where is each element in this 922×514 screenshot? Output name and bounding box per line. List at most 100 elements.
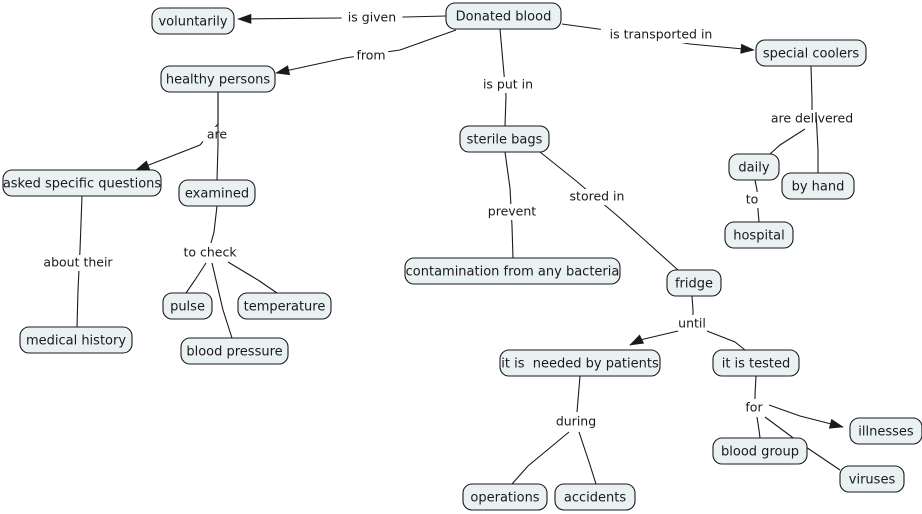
link-label-backdrop — [671, 316, 713, 332]
node-label: blood group — [721, 445, 799, 460]
node-box[interactable] — [404, 257, 621, 285]
node-fridge[interactable]: fridge — [666, 269, 722, 297]
link-label: for — [745, 400, 763, 415]
node-box[interactable] — [178, 179, 256, 207]
node-box[interactable] — [724, 221, 794, 249]
node-box[interactable] — [839, 465, 905, 493]
node-label: illnesses — [858, 425, 914, 440]
arrow-head-icon — [135, 160, 151, 171]
link-l-until-needed — [629, 330, 679, 346]
link-l-to-check: to check — [179, 205, 241, 261]
node-asked-questions[interactable]: asked specific questions — [2, 169, 162, 197]
node-label: blood pressure — [186, 345, 282, 360]
node-daily[interactable]: daily — [728, 153, 780, 181]
node-contamination[interactable]: contamination from any bacteria — [404, 257, 621, 285]
link-line — [578, 431, 597, 485]
link-l-to-hospital: to — [741, 179, 763, 223]
node-box[interactable] — [445, 2, 562, 30]
link-line — [210, 205, 218, 244]
link-line — [754, 375, 757, 399]
node-viruses[interactable]: viruses — [839, 465, 905, 493]
node-blood-pressure[interactable]: blood pressure — [180, 337, 289, 365]
node-box[interactable] — [459, 125, 550, 153]
node-box[interactable] — [781, 172, 855, 200]
link-label-backdrop — [341, 10, 403, 26]
link-label-backdrop — [474, 77, 542, 93]
node-box[interactable] — [728, 153, 780, 181]
node-box[interactable] — [19, 326, 133, 354]
node-box[interactable] — [462, 483, 548, 511]
node-accidents[interactable]: accidents — [554, 483, 636, 511]
node-box[interactable] — [151, 7, 235, 35]
link-line — [769, 128, 806, 155]
node-voluntarily[interactable]: voluntarily — [151, 7, 235, 35]
node-label: viruses — [849, 473, 896, 488]
link-l-check-bp — [211, 262, 233, 339]
link-label: is given — [348, 10, 396, 25]
node-donated-blood[interactable]: Donated blood — [445, 2, 562, 30]
link-l-transported-in: is transported in — [561, 23, 755, 54]
node-hospital[interactable]: hospital — [724, 221, 794, 249]
link-label-backdrop — [353, 48, 389, 64]
node-box[interactable] — [849, 417, 922, 445]
node-temperature[interactable]: temperature — [237, 292, 332, 320]
arrow-head-icon — [740, 43, 755, 54]
node-illnesses[interactable]: illnesses — [849, 417, 922, 445]
node-label: it is needed by patients — [501, 357, 659, 372]
node-medical-history[interactable]: medical history — [19, 326, 133, 354]
link-line — [756, 416, 761, 439]
node-label: sterile bags — [467, 133, 543, 148]
link-label-backdrop — [765, 111, 859, 127]
link-l-about-their: about their — [37, 195, 119, 328]
node-label: asked specific questions — [3, 177, 162, 192]
node-label: accidents — [564, 491, 626, 506]
link-l-is-given: is given — [237, 10, 447, 26]
link-label-backdrop — [563, 189, 631, 205]
node-box[interactable] — [666, 269, 722, 297]
node-operations[interactable]: operations — [462, 483, 548, 511]
link-label-backdrop — [484, 204, 540, 220]
link-label: are — [207, 127, 228, 142]
link-label: from — [356, 48, 385, 63]
node-label: by hand — [792, 180, 845, 195]
node-box[interactable] — [2, 169, 162, 197]
node-by-hand[interactable]: by hand — [781, 172, 855, 200]
node-label: pulse — [170, 300, 205, 315]
link-l-are: are — [135, 92, 231, 171]
link-label: prevent — [488, 204, 536, 219]
link-label-backdrop — [740, 400, 768, 416]
node-box[interactable] — [162, 292, 213, 320]
link-line — [539, 151, 679, 271]
link-l-until-tested — [706, 330, 746, 351]
node-sterile-bags[interactable]: sterile bags — [459, 125, 550, 153]
node-label: special coolers — [763, 47, 860, 62]
node-healthy-persons[interactable]: healthy persons — [160, 65, 276, 93]
node-box[interactable] — [499, 349, 661, 377]
arrow-head-icon — [629, 334, 645, 346]
link-line — [185, 262, 207, 294]
node-box[interactable] — [180, 337, 289, 365]
link-l-is-put-in: is put in — [474, 28, 542, 127]
node-box[interactable] — [237, 292, 332, 320]
node-it-is-tested[interactable]: it is tested — [712, 349, 800, 377]
node-special-coolers[interactable]: special coolers — [755, 39, 867, 67]
link-label: is put in — [483, 77, 533, 92]
link-label: to check — [183, 245, 237, 260]
node-needed-by-patients[interactable]: it is needed by patients — [499, 349, 661, 377]
node-box[interactable] — [712, 437, 808, 465]
node-box[interactable] — [712, 349, 800, 377]
node-examined[interactable]: examined — [178, 179, 256, 207]
link-label: about their — [43, 255, 113, 270]
node-box[interactable] — [160, 65, 276, 93]
node-pulse[interactable]: pulse — [162, 292, 213, 320]
link-l-for: for — [740, 375, 768, 416]
node-label: fridge — [675, 277, 713, 292]
node-blood-group[interactable]: blood group — [712, 437, 808, 465]
link-l-delivered-hand — [815, 111, 819, 173]
node-box[interactable] — [755, 39, 867, 67]
link-line — [211, 262, 233, 339]
node-label: examined — [185, 187, 249, 202]
node-box[interactable] — [554, 483, 636, 511]
